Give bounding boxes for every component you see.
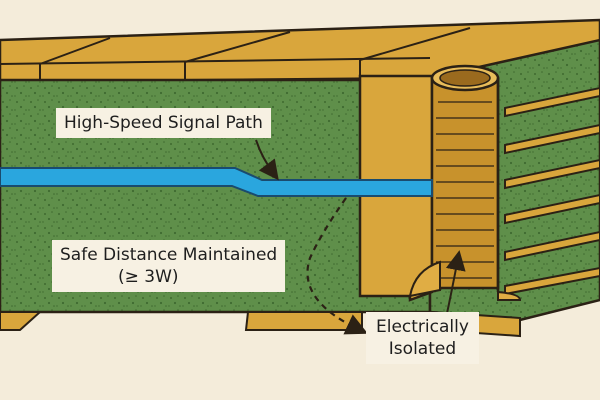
safe-distance-label: Safe Distance Maintained (≥ 3W)	[52, 240, 286, 293]
spacing-rule-text: (≥ 3W)	[118, 267, 179, 288]
distance-dashed-arrow	[306, 197, 368, 335]
arrow-icon	[255, 139, 279, 181]
signal-trace	[0, 167, 433, 197]
signal-path-label: High-Speed Signal Path	[56, 108, 271, 139]
electrically-text: Electrically	[376, 317, 469, 337]
safe-distance-text: Safe Distance Maintained	[60, 245, 278, 265]
electrically-isolated-label: Electrically Isolated	[366, 312, 479, 365]
signal-path-text: High-Speed Signal Path	[64, 113, 263, 133]
isolated-text: Isolated	[388, 339, 457, 360]
